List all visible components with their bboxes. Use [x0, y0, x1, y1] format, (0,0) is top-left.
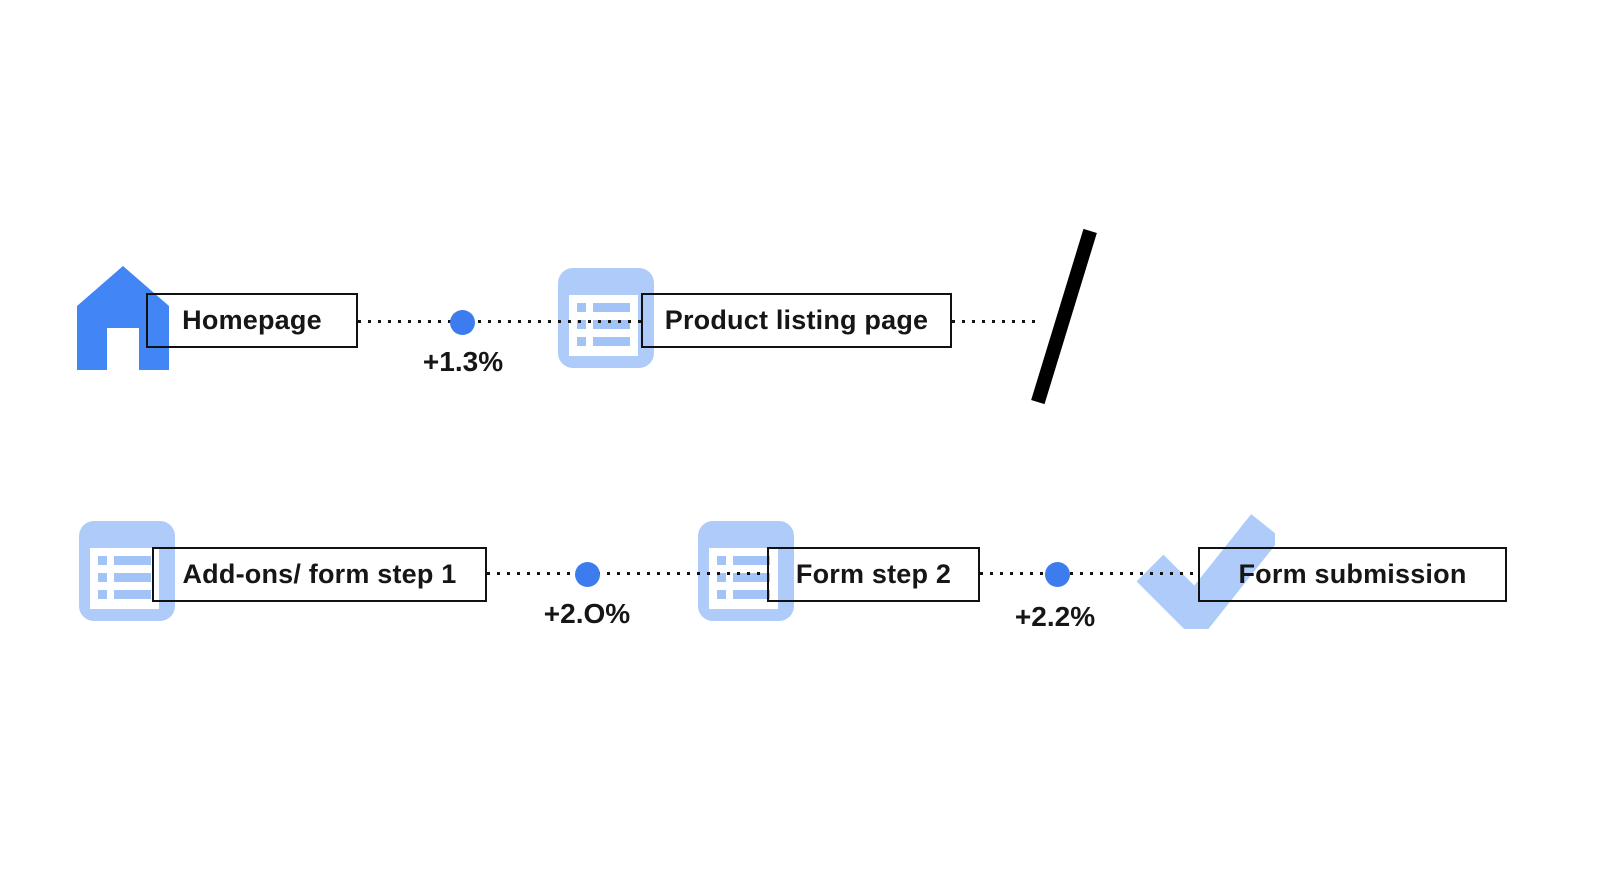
- step-label-form-submission: Form submission: [1238, 559, 1467, 589]
- step-label-homepage: Homepage: [182, 305, 322, 335]
- check-icon: [1136, 514, 1275, 629]
- step-box-form-submission: Form submission: [1198, 547, 1507, 602]
- step-box-addons: Add-ons/ form step 1: [152, 547, 487, 602]
- transition-rate-label: +1.3%: [422, 346, 504, 377]
- dotted-connector: [358, 320, 641, 323]
- list-icon: [698, 521, 794, 621]
- transition-rate-label: +2.O%: [543, 598, 631, 629]
- transition-rate-label: +2.2%: [1014, 601, 1096, 632]
- dotted-connector: [487, 572, 767, 575]
- dotted-connector: [980, 572, 1200, 575]
- slash-break-icon: [1031, 228, 1097, 405]
- step-label-addons: Add-ons/ form step 1: [182, 559, 457, 589]
- dotted-connector: [952, 320, 1042, 323]
- list-icon: [558, 268, 654, 368]
- transition-dot: [575, 562, 600, 587]
- step-box-form-step-2: Form step 2: [767, 547, 980, 602]
- transition-dot: [450, 310, 475, 335]
- step-box-homepage: Homepage: [146, 293, 358, 348]
- transition-dot: [1045, 562, 1070, 587]
- step-label-form-step-2: Form step 2: [795, 559, 952, 589]
- step-label-product-listing: Product listing page: [664, 305, 929, 335]
- step-box-product-listing: Product listing page: [641, 293, 952, 348]
- list-icon: [79, 521, 175, 621]
